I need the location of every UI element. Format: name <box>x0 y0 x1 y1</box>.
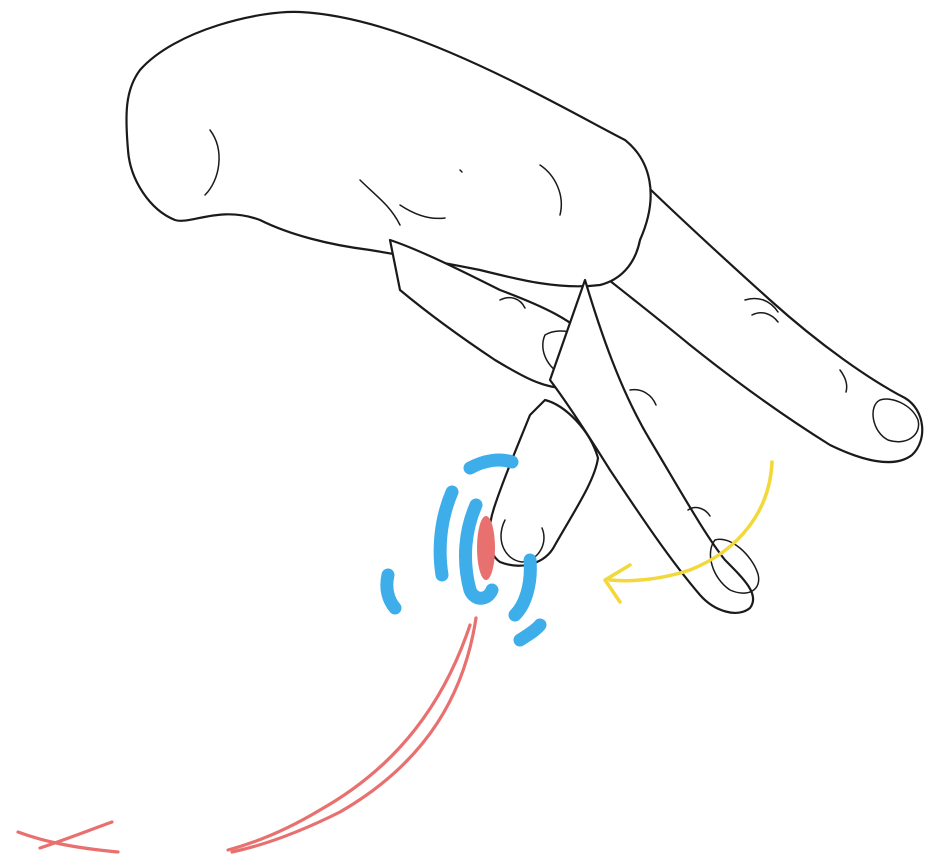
drag-trail-icon <box>228 618 476 852</box>
touch-point-icon <box>477 516 495 580</box>
x-marker-icon <box>18 822 118 852</box>
palm <box>126 12 650 286</box>
